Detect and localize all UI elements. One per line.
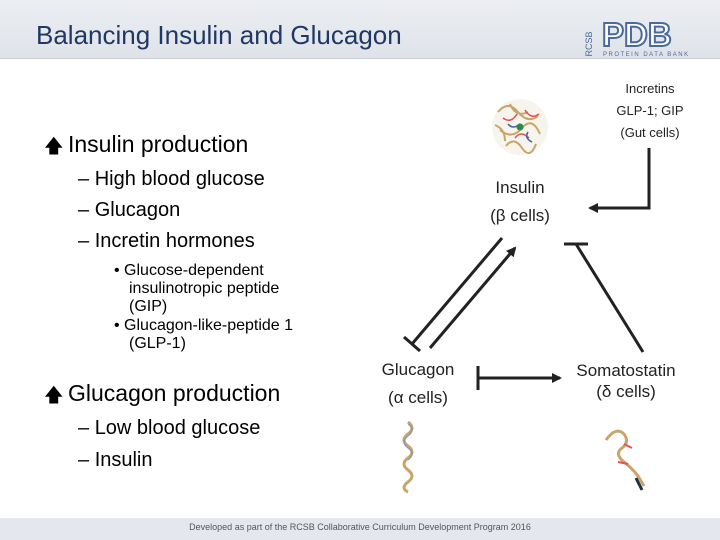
header-bar: Balancing Insulin and Glucagon RCSB PDB … [0,0,720,59]
logo-main: PDB [602,16,672,53]
sub-list-item-glp1: • Glucagon-like-peptide 1 (GLP-1) [114,317,294,352]
rcsb-pdb-logo: RCSB PDB PROTEIN DATA BANK [584,16,690,58]
glucagon-node-label: Glucagon (α cells) [381,360,455,407]
glucagon-molecule-icon [402,420,414,494]
insulin-heading: 🡅Insulin production [44,131,248,164]
logo-sub: PROTEIN DATA BANK [603,52,690,58]
up-arrow-icon: 🡅 [44,385,64,406]
footer-credit: Developed as part of the RCSB Collaborat… [189,522,531,532]
up-arrow-icon: 🡅 [44,136,64,157]
glucagon-heading: 🡅Glucagon production [44,380,280,413]
incretins-label: Incretins GLP-1; GIP (Gut cells) [616,81,684,140]
somatostatin-molecule-icon [604,429,646,491]
list-item: – High blood glucose [78,168,265,190]
somatostatin-node-label: Somatostatin (δ cells) [576,361,676,401]
slide-title: Balancing Insulin and Glucagon [36,20,402,50]
list-item: – Insulin [78,449,153,471]
insulin-molecule-icon [492,99,548,155]
list-item: – Glucagon [78,199,181,221]
logo-prefix: RCSB [584,31,594,56]
list-item: – Low blood glucose [78,417,261,439]
insulin-node-label: Insulin (β cells) [490,178,550,225]
list-item: – Incretin hormones [78,230,255,252]
footer-bar: Developed as part of the RCSB Collaborat… [0,518,720,540]
sub-list-item-gip: • Glucose-dependent insulinotropic pepti… [114,262,280,315]
